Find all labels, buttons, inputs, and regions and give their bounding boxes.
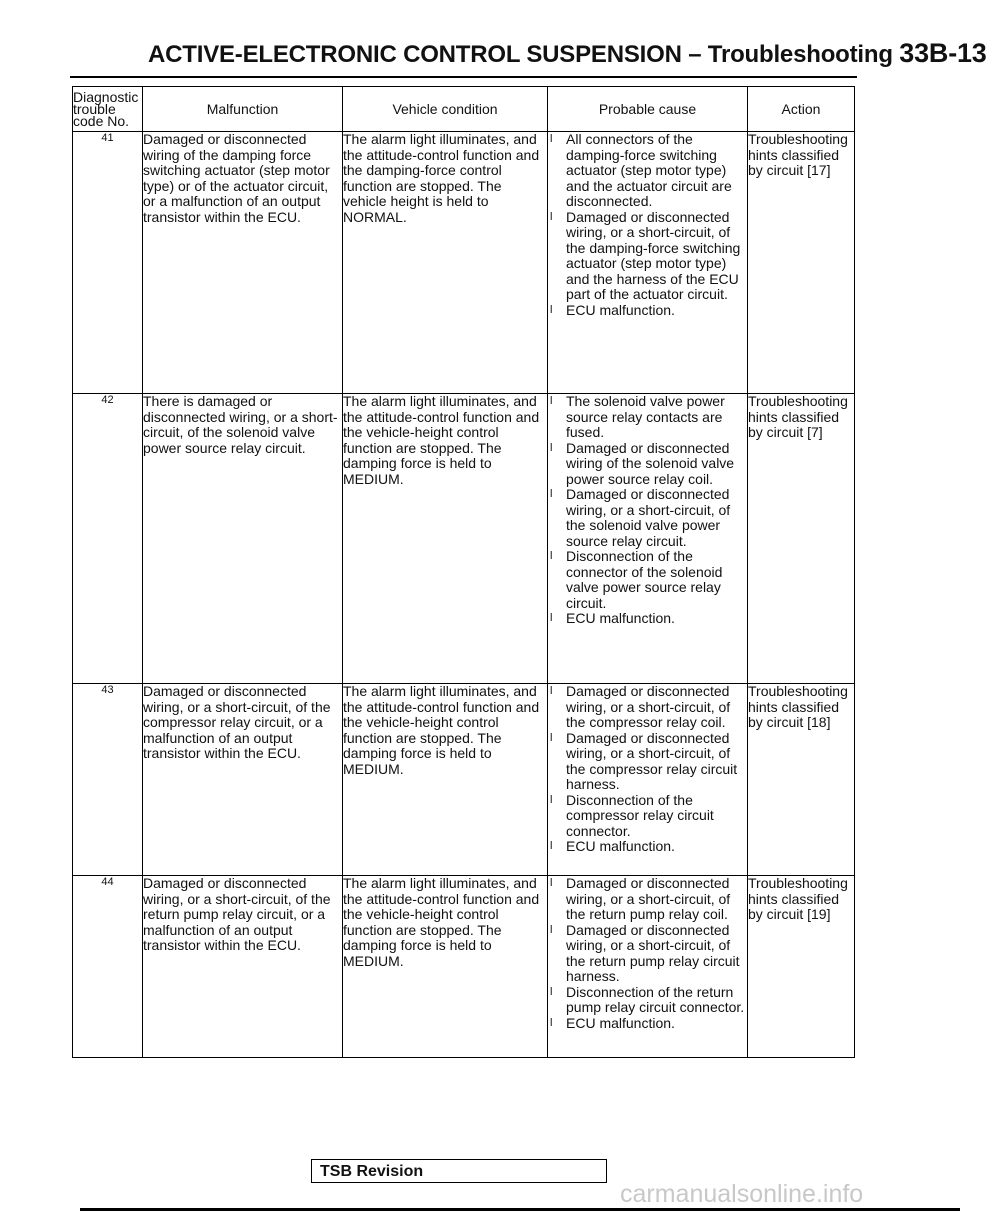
cause-item: l The solenoid valve power source relay c… <box>548 393 747 441</box>
cause-item: l Disconnection of the compressor relay c… <box>548 791 747 840</box>
action-cell: Troubleshooting hints classified by circ… <box>747 875 855 1058</box>
cause-item: l Damaged or disconnected wiring, or a sh… <box>548 486 747 549</box>
probable-cause-cell: l The solenoid valve power source relay c… <box>547 393 748 684</box>
bullet-icon: l <box>550 488 553 500</box>
malfunction-cell: There is damaged or disconnected wiring,… <box>142 393 343 684</box>
bullet-icon: l <box>550 133 553 145</box>
cause-text: Damaged or disconnected wiring, or a sho… <box>566 208 741 302</box>
footer-rule <box>80 1208 960 1211</box>
bullet-icon: l <box>550 395 553 407</box>
header-malfunction: Malfunction <box>142 86 343 132</box>
trouble-code: 43 <box>72 683 143 876</box>
trouble-code: 42 <box>72 393 143 684</box>
vehicle-condition-cell: The alarm light illuminates, and the att… <box>342 683 548 876</box>
cause-text: ECU malfunction. <box>566 1014 675 1031</box>
header-code: Diagnostic trouble code No. <box>72 86 143 132</box>
cause-text: ECU malfunction. <box>566 838 675 854</box>
cause-item: l Damaged or disconnected wiring, or a sh… <box>548 875 747 923</box>
cause-text: Damaged or disconnected wiring, or a sho… <box>566 486 731 549</box>
cause-item: l Damaged or disconnected wiring, or a sh… <box>548 683 747 731</box>
vehicle-condition-cell: The alarm light illuminates, and the att… <box>342 393 548 684</box>
cause-item: l Damaged or disconnected wiring, or a sh… <box>548 921 747 985</box>
cause-text: All connectors of the damping-force swit… <box>566 131 732 209</box>
title-text: ACTIVE-ELECTRONIC CONTROL SUSPENSION – T… <box>148 41 893 68</box>
cause-item: l ECU malfunction. <box>548 301 747 319</box>
malfunction-cell: Damaged or disconnected wiring, or a sho… <box>142 875 343 1058</box>
trouble-code: 44 <box>72 875 143 1058</box>
bullet-icon: l <box>550 612 553 624</box>
cause-text: Damaged or disconnected wiring, or a sho… <box>566 875 731 922</box>
action-cell: Troubleshooting hints classified by circ… <box>747 393 855 684</box>
bullet-icon: l <box>550 550 553 562</box>
header-vehicle-condition: Vehicle condition <box>342 86 548 132</box>
cause-item: l Damaged or disconnected wiring, or a sh… <box>548 208 747 303</box>
cause-list: l The solenoid valve power source relay c… <box>548 393 747 627</box>
bullet-icon: l <box>550 840 553 852</box>
cause-item: l Damaged or disconnected wiring of the s… <box>548 439 747 488</box>
bullet-icon: l <box>550 731 553 744</box>
trouble-code: 41 <box>72 131 143 394</box>
cause-text: The solenoid valve power source relay co… <box>566 393 725 440</box>
cause-text: Disconnection of the connector of the so… <box>566 548 723 611</box>
bullet-icon: l <box>550 923 553 936</box>
bullet-icon: l <box>550 877 553 889</box>
cause-text: Disconnection of the return pump relay c… <box>566 983 745 1015</box>
header-code-line1: Diagnostic <box>73 89 139 105</box>
bullet-icon: l <box>550 210 553 223</box>
bullet-icon: l <box>550 985 553 998</box>
cause-text: Damaged or disconnected wiring, or a sho… <box>566 683 731 730</box>
vehicle-condition-cell: The alarm light illuminates, and the att… <box>342 131 548 394</box>
header-probable-cause: Probable cause <box>547 86 748 132</box>
header-rule <box>70 76 857 78</box>
page-title: ACTIVE-ELECTRONIC CONTROL SUSPENSION – T… <box>148 38 987 69</box>
bullet-icon: l <box>550 303 553 316</box>
cause-list: l All connectors of the damping-force swi… <box>548 131 747 319</box>
header-code-line2: trouble <box>73 101 116 117</box>
cause-text: Damaged or disconnected wiring, or a sho… <box>566 729 738 792</box>
header-code-line3: code No. <box>73 113 130 129</box>
cause-item: l ECU malfunction. <box>548 1014 747 1032</box>
action-cell: Troubleshooting hints classified by circ… <box>747 683 855 876</box>
diagnostic-table: Diagnostic trouble code No. Malfunction … <box>72 86 855 1058</box>
cause-text: ECU malfunction. <box>566 610 675 626</box>
table-header-row: Diagnostic trouble code No. Malfunction … <box>72 86 855 132</box>
bullet-icon: l <box>550 685 553 697</box>
bullet-icon: l <box>550 1016 553 1029</box>
bullet-icon: l <box>550 793 553 806</box>
page-number: 33B-13 <box>899 38 987 68</box>
cause-item: l Disconnection of the connector of the s… <box>548 548 747 611</box>
header-action: Action <box>747 86 855 132</box>
cause-text: Disconnection of the compressor relay ci… <box>566 791 714 839</box>
vehicle-condition-cell: The alarm light illuminates, and the att… <box>342 875 548 1058</box>
bullet-icon: l <box>550 441 553 454</box>
cause-text: Damaged or disconnected wiring, or a sho… <box>566 921 740 984</box>
probable-cause-cell: l All connectors of the damping-force swi… <box>547 131 748 394</box>
malfunction-cell: Damaged or disconnected wiring of the da… <box>142 131 343 394</box>
cause-text: Damaged or disconnected wiring of the so… <box>566 439 735 487</box>
malfunction-cell: Damaged or disconnected wiring, or a sho… <box>142 683 343 876</box>
cause-item: l ECU malfunction. <box>548 838 747 855</box>
cause-item: l Disconnection of the return pump relay … <box>548 983 747 1016</box>
watermark: carmanualsonline.info <box>620 1180 864 1208</box>
cause-item: l ECU malfunction. <box>548 610 747 627</box>
cause-text: ECU malfunction. <box>566 301 675 318</box>
action-cell: Troubleshooting hints classified by circ… <box>747 131 855 394</box>
cause-item: l Damaged or disconnected wiring, or a sh… <box>548 729 747 793</box>
cause-item: l All connectors of the damping-force swi… <box>548 131 747 210</box>
tsb-revision-box: TSB Revision <box>311 1159 607 1183</box>
